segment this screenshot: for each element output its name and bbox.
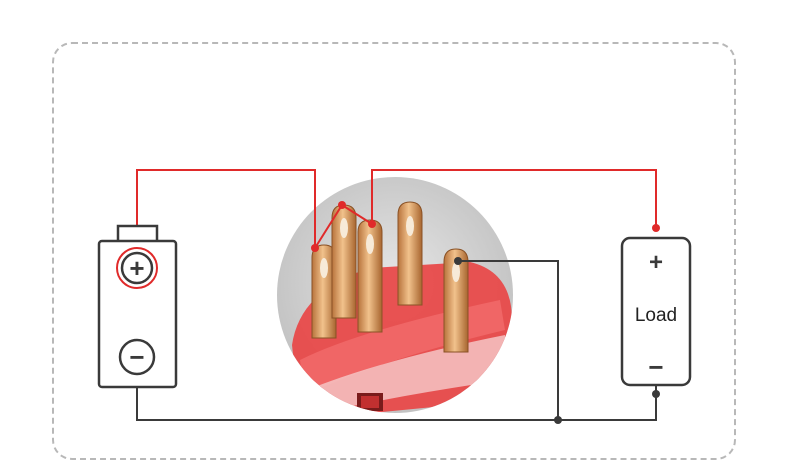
switch-pins	[311, 201, 469, 353]
battery-negative-terminal	[118, 338, 156, 376]
load-body	[620, 236, 692, 387]
load: + Load −	[620, 236, 692, 387]
wire-ground	[136, 378, 657, 421]
battery-negative-symbol: −	[129, 342, 144, 372]
wire-battery-positive	[136, 169, 316, 255]
battery-cap	[116, 224, 159, 244]
battery-positive-symbol: +	[129, 253, 144, 283]
red-wire-nodes	[311, 201, 660, 252]
switch-housing	[302, 335, 505, 413]
load-negative-symbol: −	[648, 352, 663, 382]
battery-positive-terminal	[120, 251, 154, 285]
wire-switch-ground	[458, 260, 559, 420]
load-label: Load	[635, 305, 677, 326]
wire-load-positive	[371, 169, 657, 228]
dark-wires	[136, 260, 657, 421]
diagram-frame	[52, 42, 736, 460]
dark-wire-nodes	[454, 257, 660, 424]
battery: + −	[97, 224, 178, 389]
pin-4	[397, 201, 423, 306]
load-positive-symbol: +	[649, 249, 663, 276]
battery-body	[97, 239, 178, 389]
rocker-switch-image	[277, 177, 513, 413]
